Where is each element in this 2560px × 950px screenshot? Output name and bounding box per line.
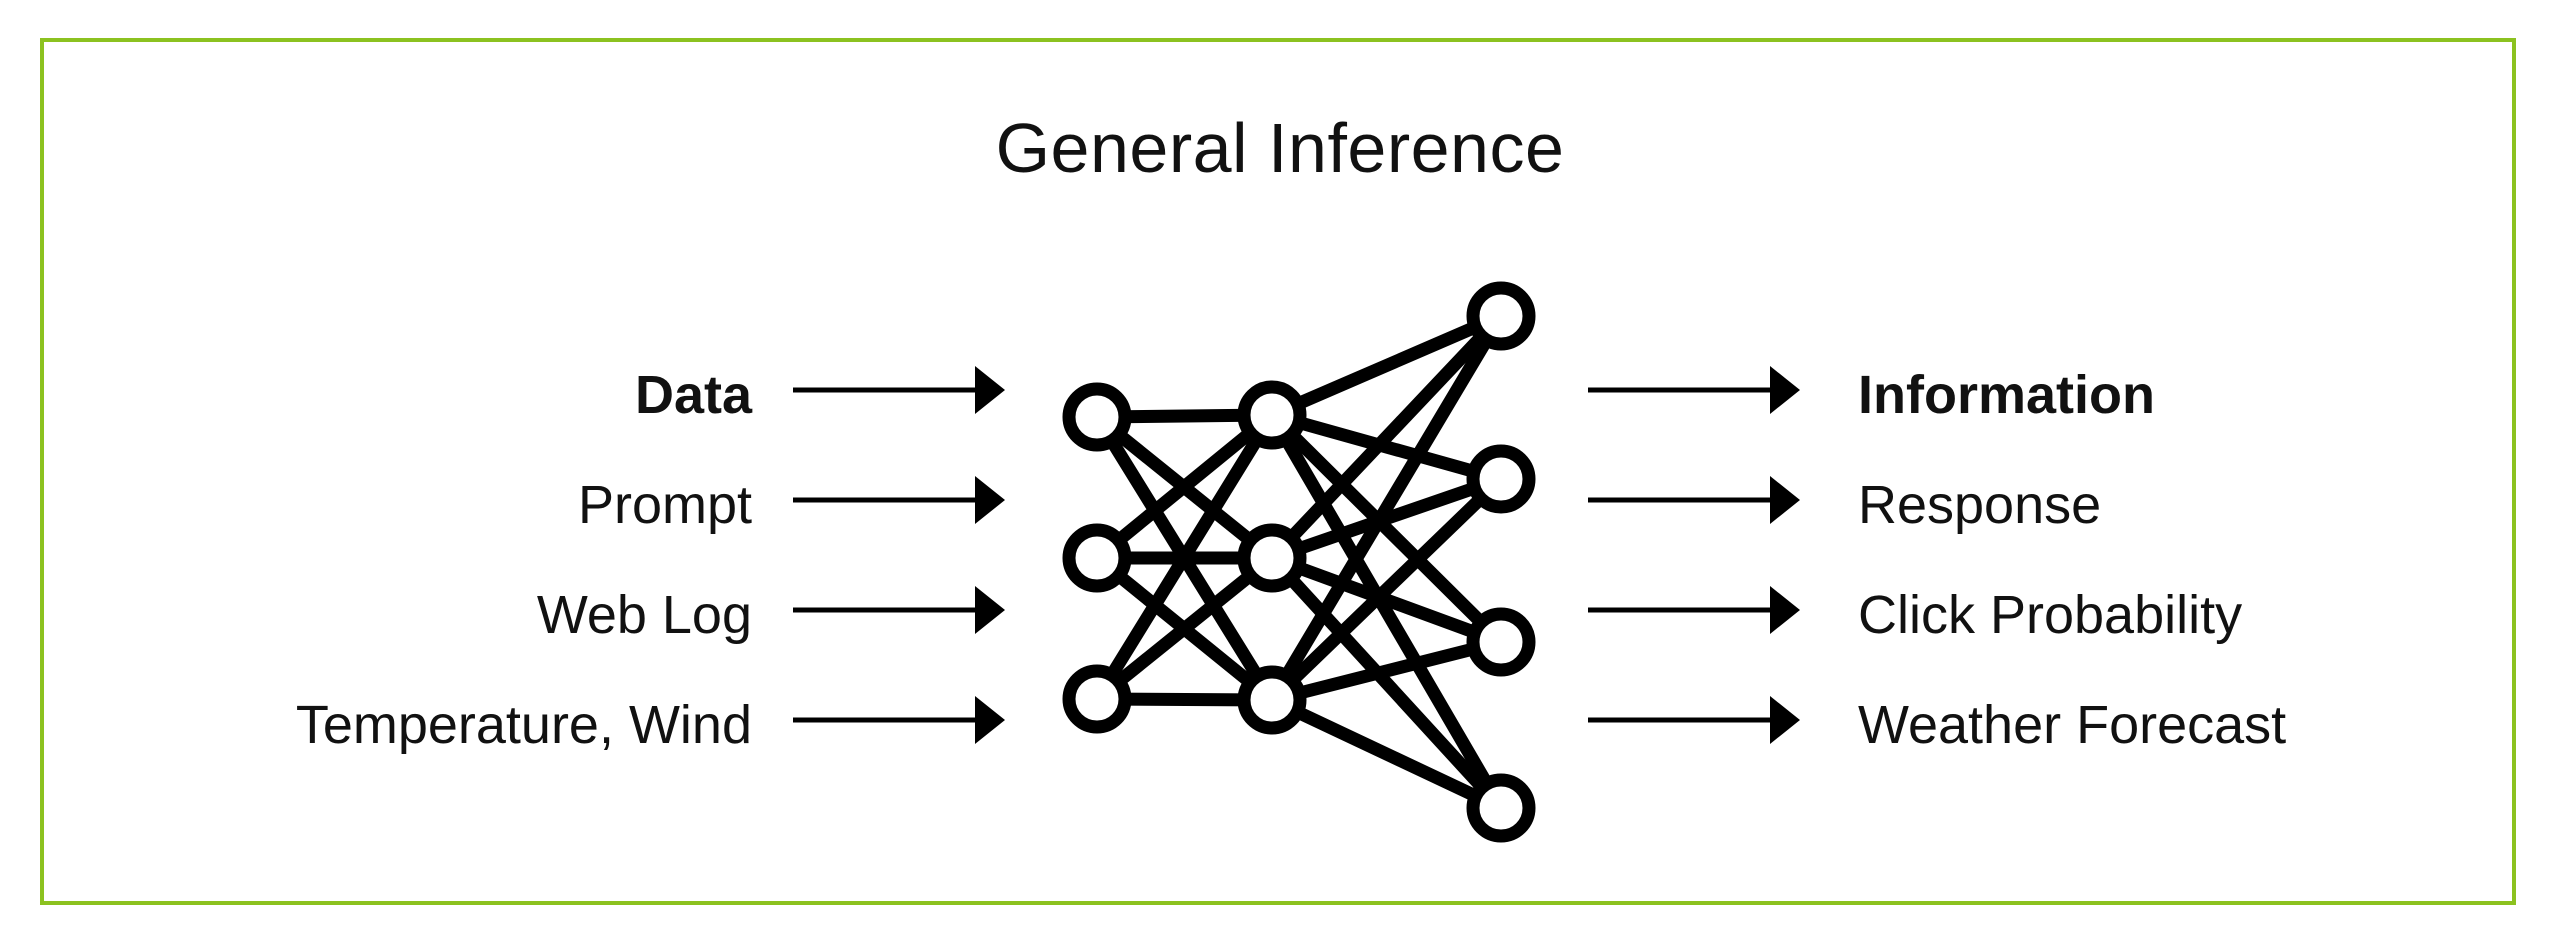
output-label-click-probability: Click Probability xyxy=(1858,585,2243,645)
input-label-data: Data xyxy=(634,365,752,425)
figure-border xyxy=(40,38,2516,905)
input-label-prompt: Prompt xyxy=(577,475,752,535)
page-title: General Inference xyxy=(995,109,1565,187)
input-label-web-log: Web Log xyxy=(536,585,752,645)
input-label-temperature-wind: Temperature, Wind xyxy=(295,695,752,755)
output-label-response: Response xyxy=(1858,475,2102,535)
output-label-information: Information xyxy=(1858,365,2155,425)
output-label-weather-forecast: Weather Forecast xyxy=(1858,695,2287,755)
